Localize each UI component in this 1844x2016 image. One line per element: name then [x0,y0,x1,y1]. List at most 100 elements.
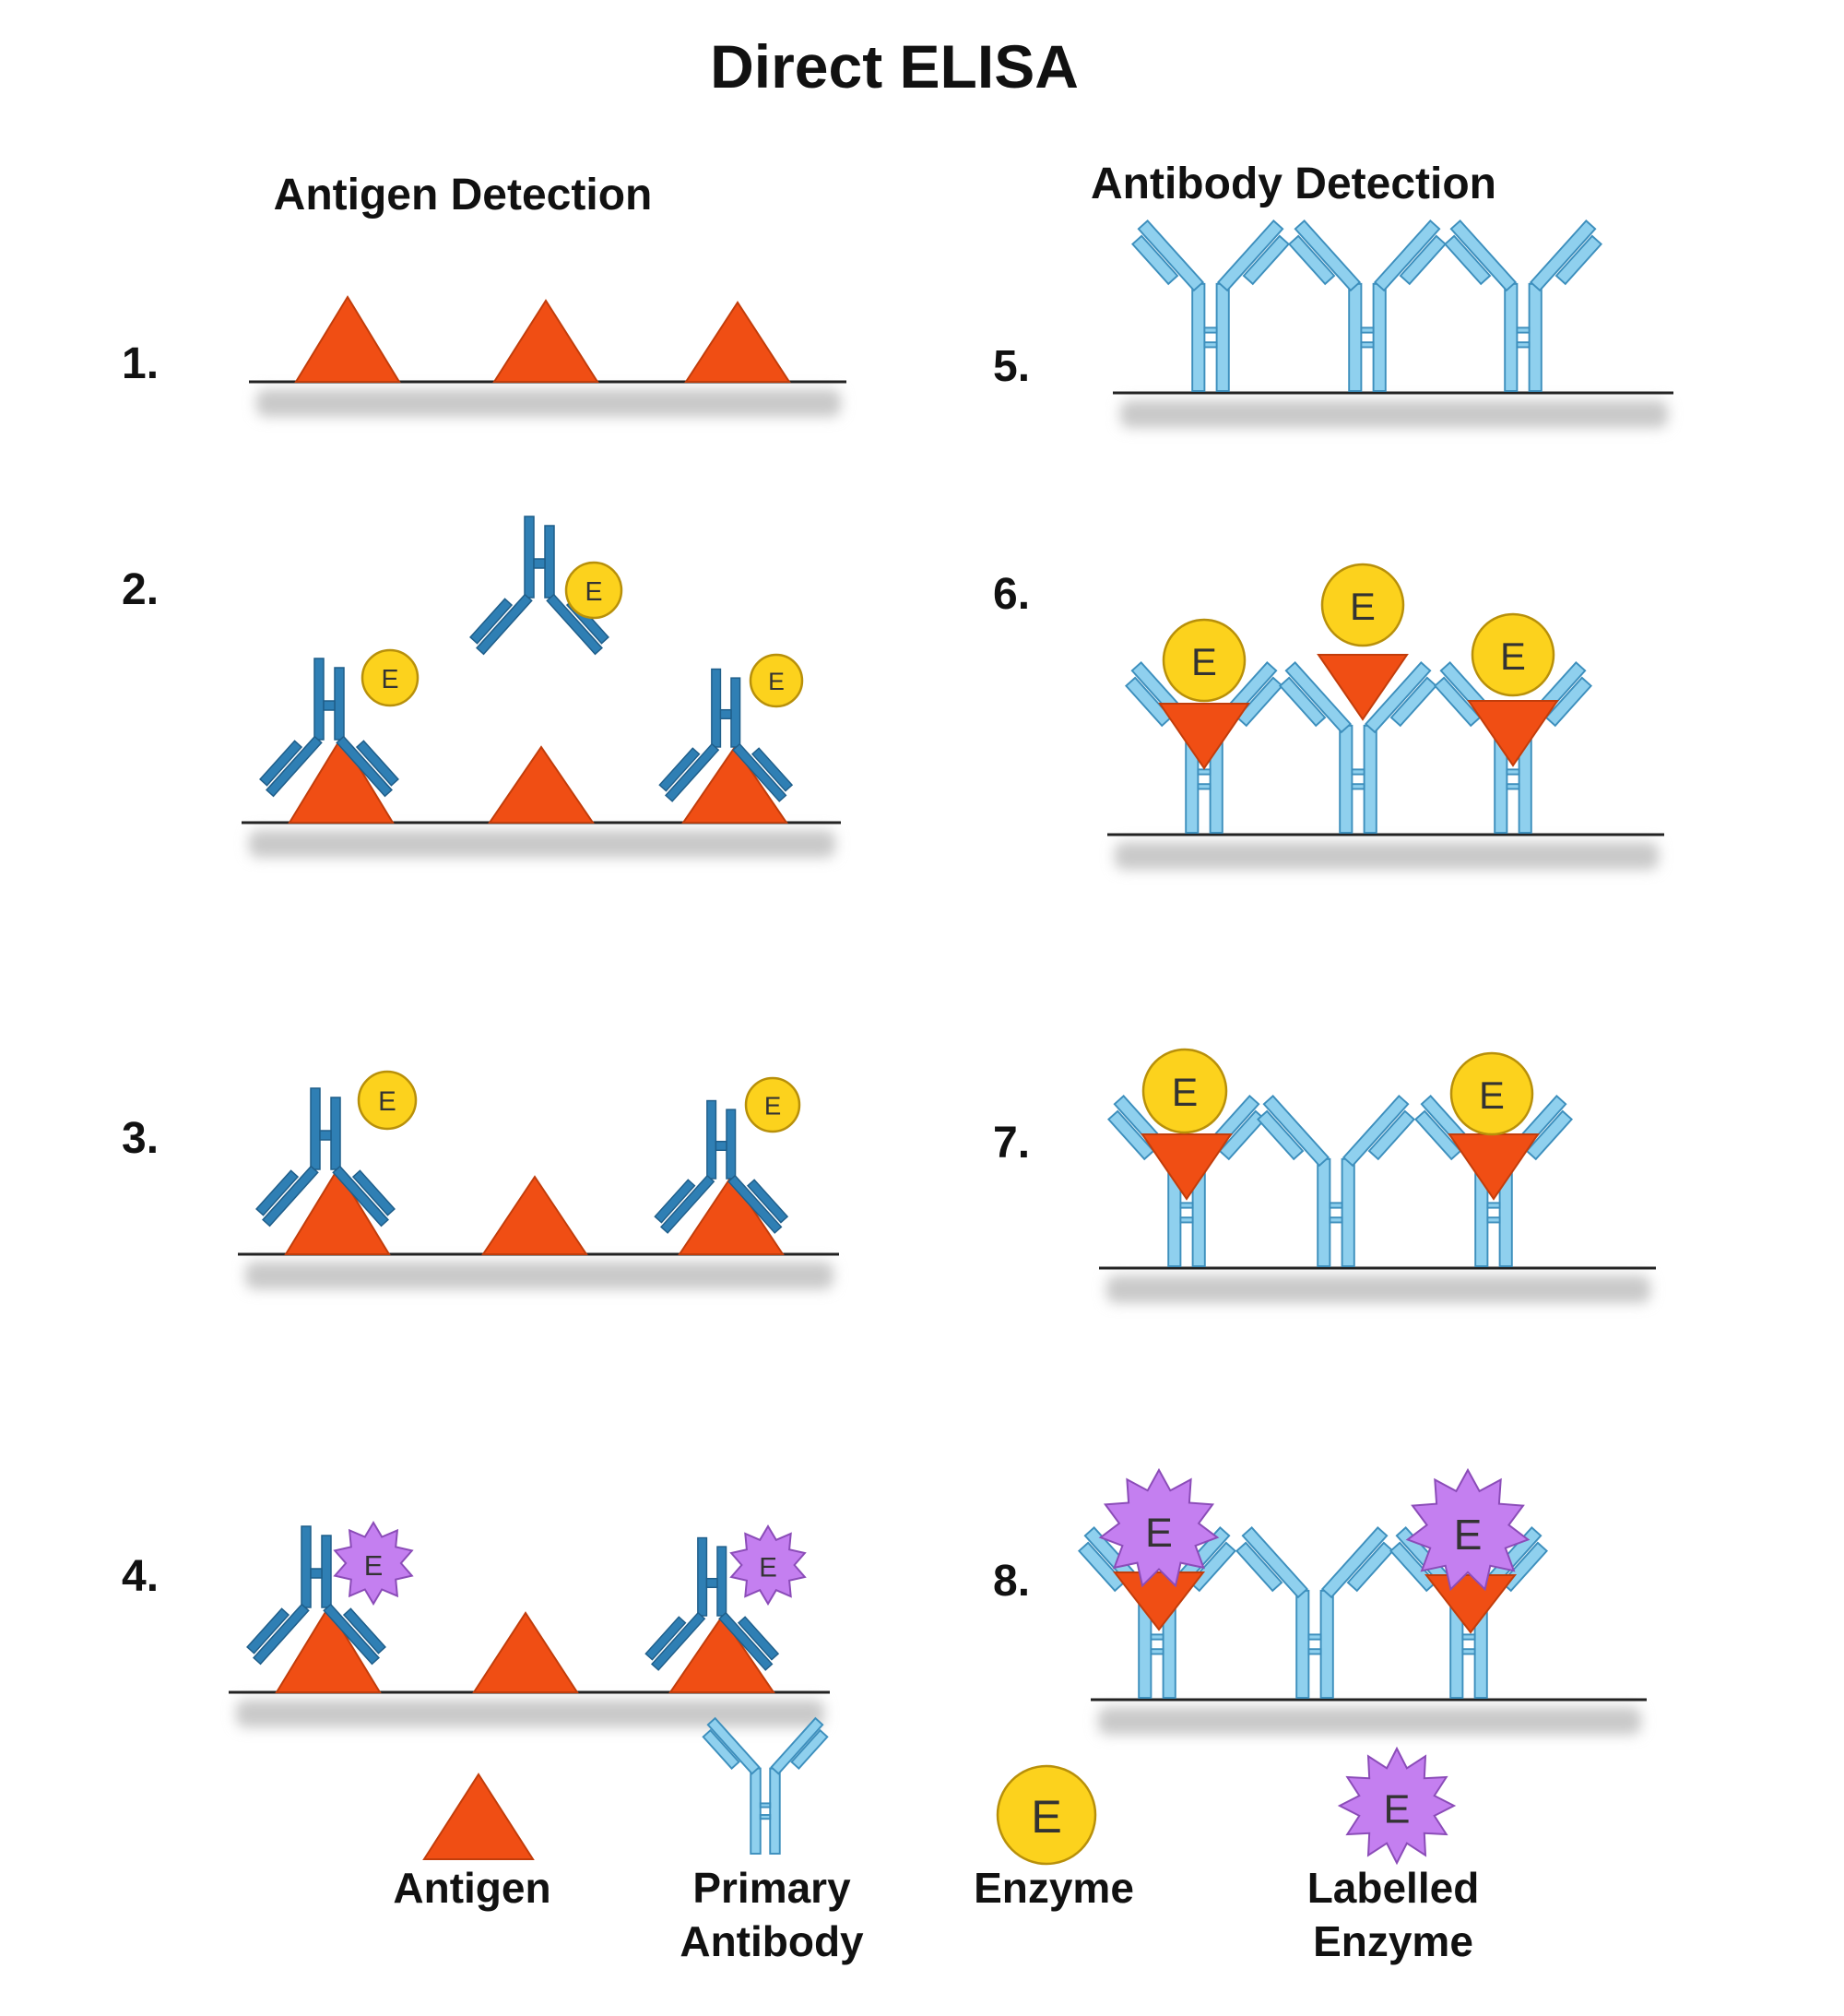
step-number-5: 5. [993,342,1030,391]
enzyme-circle-icon: E [1471,612,1555,697]
enzyme-letter: E [1191,640,1217,683]
enzyme-letter: E [1031,1790,1062,1843]
enzyme-body [1141,1048,1228,1134]
bound-antibody-1 [255,1087,396,1227]
labelled-enzyme-letter: E [1145,1510,1173,1556]
enzyme-letter: E [378,1086,396,1117]
antigen-triangle-icon [1424,1574,1518,1634]
labelled-enzyme-body [1098,1467,1220,1588]
y-antibody-icon [1288,219,1447,392]
step-number-8: 8. [993,1557,1030,1606]
enzyme-circle-icon: E [996,1764,1097,1866]
enzyme-circle-icon: E [361,648,420,707]
plate-step-7 [1099,1266,1656,1303]
step-number-4: 4. [122,1552,159,1601]
bound-antibody-2 [658,668,794,802]
antigen-triangle-icon [422,1773,535,1860]
heading-antigen-detection: Antigen Detection [274,171,653,219]
antigen-triangle-icon [472,1611,579,1693]
labelled-enzyme-body [333,1521,414,1606]
legend-label-enzyme: Enzyme [974,1864,1134,1912]
free-antibody [469,516,609,656]
step-1-content [294,295,791,383]
enzyme-body [996,1764,1097,1866]
step-number-2: 2. [122,565,159,614]
heading-antibody-detection: Antibody Detection [1091,160,1496,208]
enzyme-circle-icon: E [1449,1051,1534,1136]
bound-antibody-1 [246,1525,386,1666]
bound-antibody-1 [259,658,399,798]
y-antibody-icon [1279,661,1437,834]
legend-label-primary-line1: Primary [692,1864,851,1912]
plate-shadow [1098,1707,1641,1735]
y-antibody-icon [1235,1526,1394,1699]
legend-label-labelled-line1: Labelled [1307,1864,1480,1912]
plate-shadow [1106,1275,1650,1303]
enzyme-body [1320,563,1405,647]
enzyme-letter: E [1172,1071,1199,1115]
plate-shadow [236,1700,824,1727]
plate-step-5 [1113,391,1673,428]
enzyme-letter: E [1350,585,1376,628]
antigen-triangle-icon [294,295,401,383]
legend-label-primary-line2: Antibody [680,1917,864,1965]
legend-label-antigen: Antigen [393,1864,550,1912]
labelled-enzyme-letter: E [1454,1511,1483,1559]
enzyme-letter: E [585,577,602,607]
enzyme-body [749,653,804,708]
antigen-triangle-icon [1141,1133,1233,1201]
step-number-3: 3. [122,1114,159,1163]
plate-step-6 [1107,833,1664,870]
y-antibody-icon [1444,219,1602,392]
labelled-enzyme-star-icon: E [729,1524,807,1606]
plate-shadow [249,830,835,858]
antigen-triangle-icon [481,1175,588,1255]
labelled-enzyme-body [1337,1746,1457,1866]
antigen-triangle-icon [678,1175,785,1255]
antigen-triangle-icon [488,745,595,824]
antigen-triangle-icon [1317,654,1409,721]
plate-shadow [1115,842,1659,870]
enzyme-circle-icon: E [357,1070,418,1131]
labelled-enzyme-letter: E [1384,1788,1411,1832]
antigen-triangle-icon [1448,1133,1540,1201]
step-number-6: 6. [993,570,1030,619]
labelled-enzyme-letter: E [759,1553,777,1583]
plate-shadow [256,389,841,417]
plate-step-1 [249,380,846,417]
plate-step-2 [242,821,841,858]
enzyme-body [361,648,420,707]
plate-shadow [1120,400,1668,428]
step-5-content [1131,219,1602,392]
enzyme-letter: E [1479,1073,1505,1117]
enzyme-circle-icon: E [1320,563,1405,647]
enzyme-body [1162,618,1247,703]
y-antibody-icon [1131,219,1290,392]
labelled-enzyme-star-icon: E [1405,1467,1531,1592]
legend-label-labelled-line2: Enzyme [1313,1917,1473,1965]
enzyme-letter: E [768,668,785,695]
labelled-enzyme-body [1405,1467,1531,1592]
legend-primary-antibody-icon [702,1716,829,1855]
enzyme-body [744,1076,801,1133]
enzyme-body [1471,612,1555,697]
plate-step-4 [229,1690,830,1727]
bound-antibody-2 [644,1536,780,1671]
enzyme-circle-icon: E [1141,1048,1228,1134]
enzyme-body [357,1070,418,1131]
enzyme-body [564,561,623,620]
antigen-triangle-icon [284,1168,391,1255]
antigen-triangle-icon [288,736,395,824]
plate-step-3 [238,1252,839,1289]
enzyme-circle-icon: E [1162,618,1247,703]
plate-step-8 [1091,1698,1647,1735]
enzyme-body [1449,1051,1534,1136]
step-number-7: 7. [993,1119,1030,1168]
step-2-content: E E E [259,516,804,824]
